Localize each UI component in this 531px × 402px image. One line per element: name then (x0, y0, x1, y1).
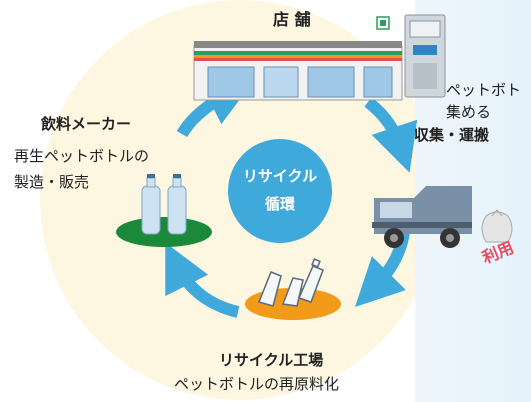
arrow-store-to-collection (364, 97, 418, 173)
collection-title: 収集・運搬 (414, 126, 490, 144)
crushed-bottles-icon (257, 258, 324, 307)
factory-desc: ペットボトルの再原料化 (174, 375, 340, 393)
maker-desc-line1: 再生ペットボトルの (14, 147, 150, 165)
center-label: リサイクル 循環 (228, 162, 332, 218)
maker-desc-line2: 製造・販売 (14, 173, 90, 191)
store-sign-icon (376, 16, 390, 30)
collection-note-line1: ペットボト (446, 81, 522, 99)
center-circle (228, 139, 332, 243)
collection-note-line2: 集める (446, 103, 492, 121)
center-label-line1: リサイクル (242, 167, 318, 185)
maker-title: 飲料メーカー (41, 115, 132, 133)
garbage-truck-icon (372, 186, 472, 248)
arrow-factory-to-maker (165, 242, 240, 318)
pet-bottles-icon (141, 174, 187, 235)
convenience-store-icon (193, 41, 403, 101)
center-label-line2: 循環 (264, 195, 295, 213)
factory-title: リサイクル工場 (219, 351, 324, 369)
trash-bag-icon (481, 209, 513, 243)
maker-base (116, 217, 212, 247)
collection-box-icon (404, 14, 446, 98)
store-title: 店 舗 (273, 10, 311, 29)
